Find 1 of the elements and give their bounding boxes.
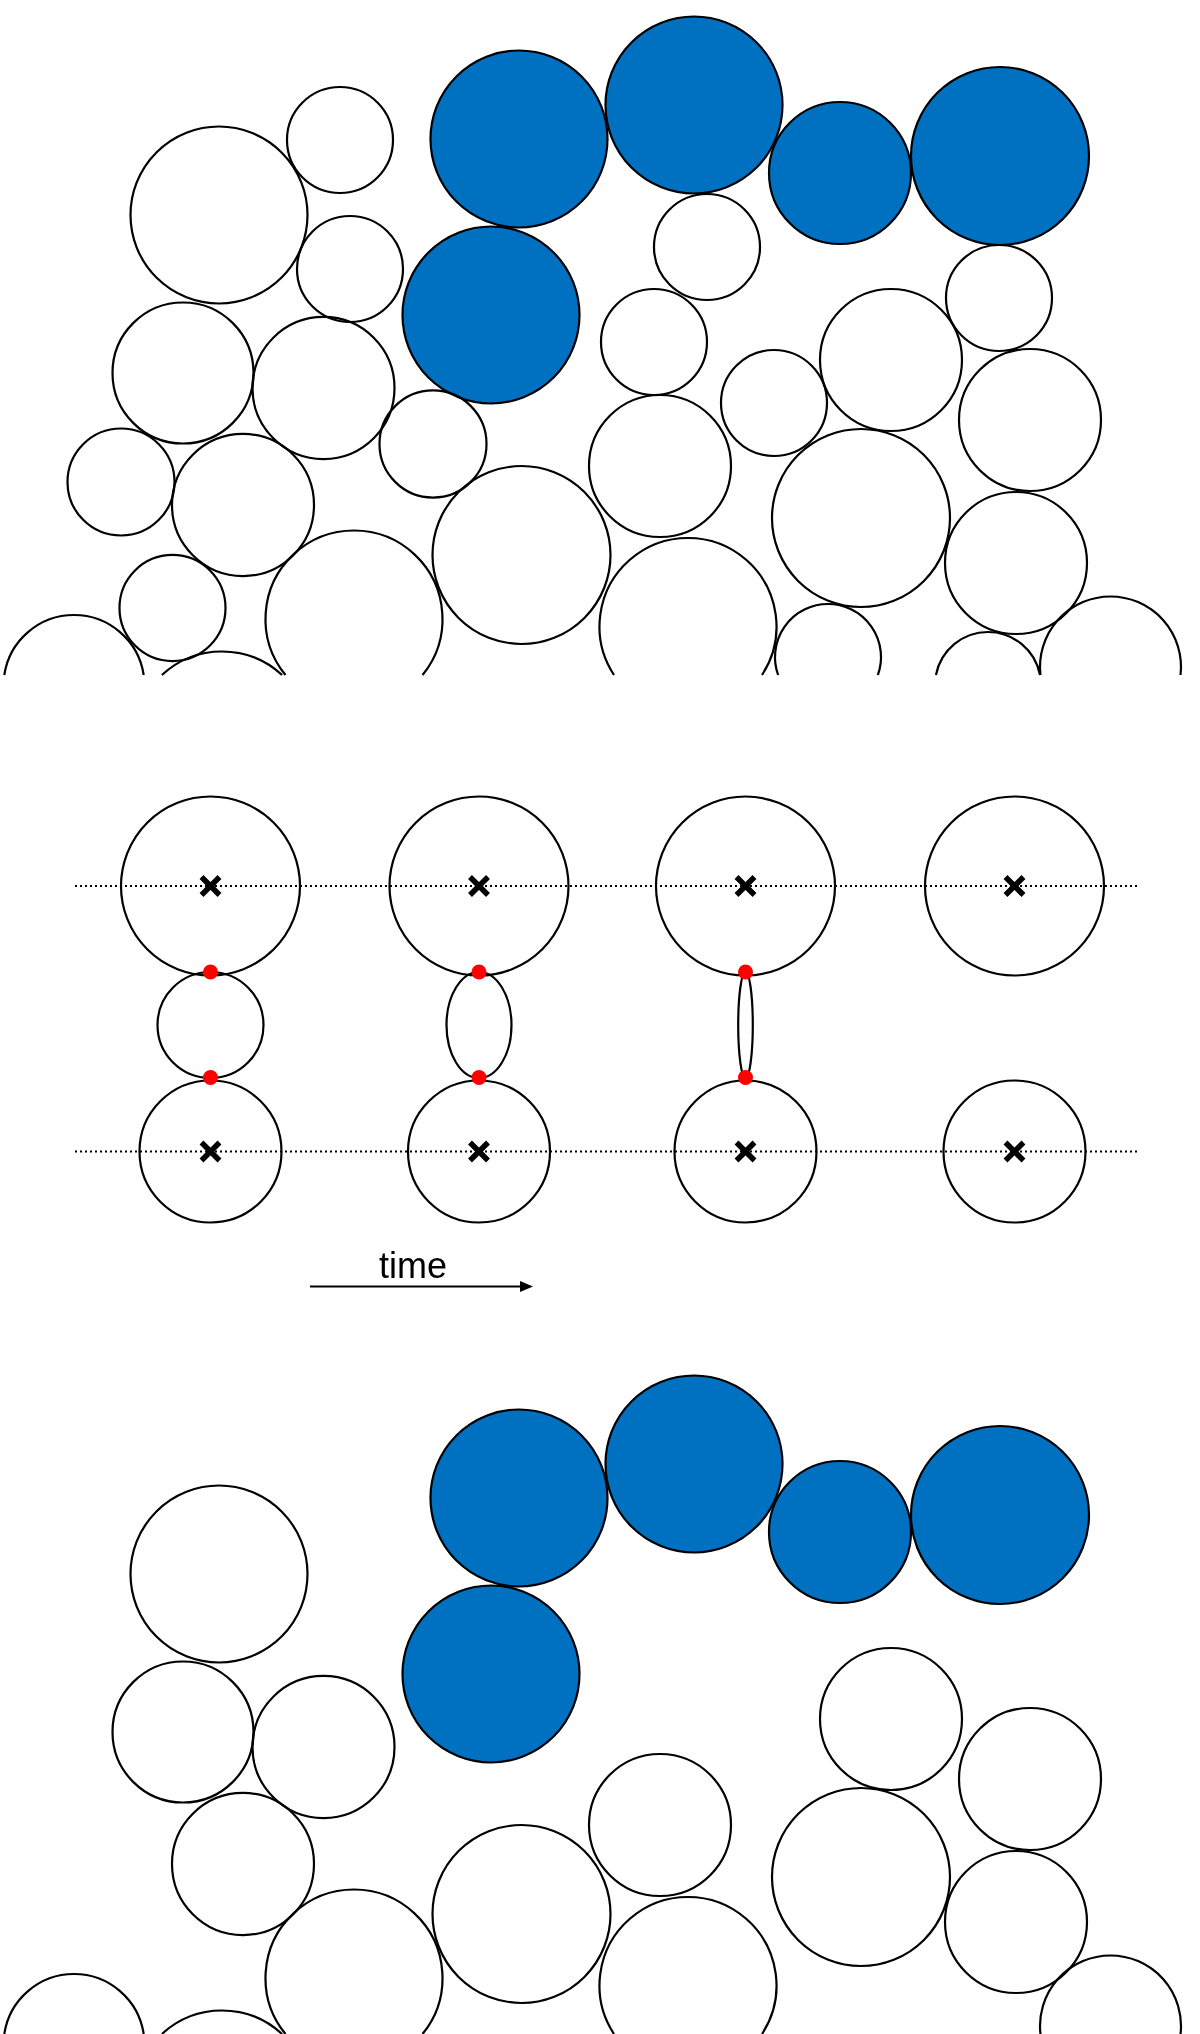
arrow-label: time [379, 1245, 447, 1287]
